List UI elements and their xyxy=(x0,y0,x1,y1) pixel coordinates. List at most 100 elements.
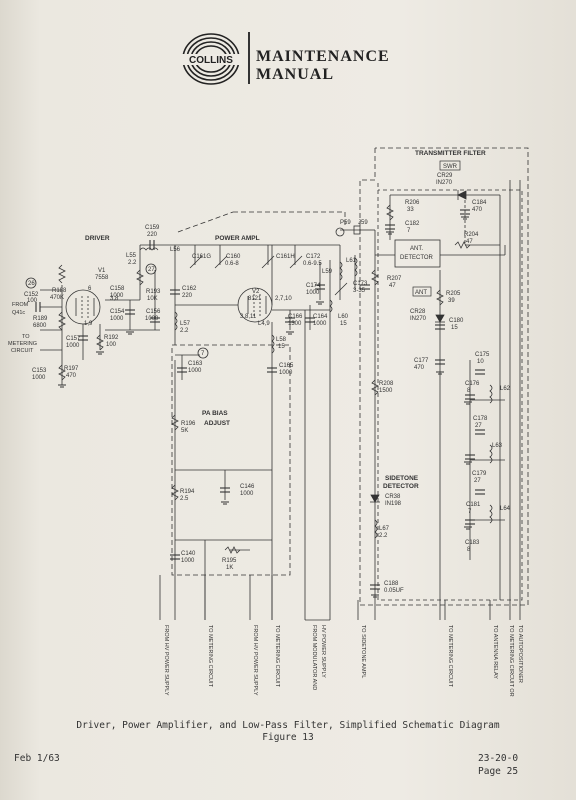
l58-value: 15 xyxy=(278,344,285,350)
r207-label: R207 xyxy=(387,276,402,282)
ref-26: 26 xyxy=(28,281,35,287)
r193-value: 10K xyxy=(147,296,158,302)
c175-value: 10 xyxy=(477,359,484,365)
r197-value: 470 xyxy=(66,373,77,379)
to-metering-3: CIRCUIT xyxy=(11,348,34,354)
c153-label: C153 xyxy=(32,368,47,374)
ref-27: 27 xyxy=(148,267,155,273)
c176-value: 8 xyxy=(467,388,471,394)
lead-to-metering-4: TO METERING CIRCUIT OR xyxy=(508,625,514,697)
r194-value: 2.5 xyxy=(180,496,189,502)
schematic-diagram: TRANSMITTER FILTER SWR DRIVER POWER AMPL… xyxy=(8,147,529,697)
r208-value: 1500 xyxy=(379,388,393,394)
c163-value: 1000 xyxy=(188,368,202,374)
lead-from-hv-1: FROM HV POWER SUPPLY xyxy=(163,625,169,696)
l64-label: L64 xyxy=(500,506,511,512)
c154-label: C154 xyxy=(110,309,125,315)
l62-label: L62 xyxy=(500,386,511,392)
c178-label: C178 xyxy=(473,416,488,422)
c158-value: 1000 xyxy=(110,293,124,299)
c154-value: 1000 xyxy=(110,316,124,322)
lead-from-hv-2: FROM HV POWER SUPPLY xyxy=(252,625,258,696)
cr28-label: CR28 xyxy=(410,309,426,315)
caption-figure-number: Figure 13 xyxy=(262,732,314,743)
r204-label: R204 xyxy=(464,232,479,238)
l57-label: L57 xyxy=(180,321,191,327)
r195-label: R195 xyxy=(222,558,237,564)
input-from-1: FROM xyxy=(12,302,29,308)
cr29-label: CR29 xyxy=(437,173,453,179)
ant-label: ANT xyxy=(415,290,427,296)
j59-label: J59 xyxy=(358,220,368,226)
r205-label: R205 xyxy=(446,291,461,297)
c179-label: C179 xyxy=(472,471,487,477)
c180-value: 15 xyxy=(451,325,458,331)
footer-page: Page 25 xyxy=(478,766,519,777)
c177-value: 470 xyxy=(414,365,425,371)
lead-to-sidetone: TO SIDETONE AMPL xyxy=(360,625,366,678)
c176-label: C176 xyxy=(465,381,480,387)
c164-label: C164 xyxy=(313,314,328,320)
c159-label: C159 xyxy=(145,225,160,231)
lead-to-metering-3: TO METERING CIRCUIT xyxy=(447,625,453,688)
r205-value: 39 xyxy=(448,298,455,304)
c161h-label: C161H xyxy=(276,254,295,260)
c157-value: 1000 xyxy=(66,343,80,349)
c181-label: C181 xyxy=(466,502,481,508)
figure-caption: Driver, Power Amplifier, and Low-Pass Fi… xyxy=(0,720,576,744)
l60-label: L60 xyxy=(338,314,349,320)
c177-label: C177 xyxy=(414,358,429,364)
v1-type: 7558 xyxy=(95,275,109,281)
l58-label: L58 xyxy=(276,337,287,343)
pa-bias-label-1: PA BIAS xyxy=(202,410,228,417)
c153-value: 1000 xyxy=(32,375,46,381)
v1-label: V1 xyxy=(98,268,106,274)
c166-label: C166 xyxy=(288,314,303,320)
r206-value: 33 xyxy=(407,207,414,213)
c183-label: C183 xyxy=(465,540,480,546)
cr28-value: IN270 xyxy=(410,316,427,322)
c180-label: C180 xyxy=(449,318,464,324)
v1-pin-38: 3,8 xyxy=(110,296,119,302)
c161g-label: C161G xyxy=(192,254,211,260)
v1-pin-19: 1,9 xyxy=(84,321,93,327)
c162-value: 220 xyxy=(182,293,193,299)
r188-value: 470K xyxy=(50,295,64,301)
l56-label: L56 xyxy=(170,247,181,253)
c173-label: C173 xyxy=(353,281,368,287)
lead-to-metering-1: TO METERING CIRCUIT xyxy=(207,625,213,688)
component-labels: C152 100 R188 470K R189 6800 C153 1000 R… xyxy=(24,173,511,594)
r194-label: R194 xyxy=(180,489,195,495)
c183-value: 8 xyxy=(467,547,471,553)
l55-label: L55 xyxy=(126,253,137,259)
r208-label: R208 xyxy=(379,381,394,387)
l55-value: 2.2 xyxy=(128,260,137,266)
c152-value: 100 xyxy=(27,298,38,304)
l59-label: L59 xyxy=(322,269,333,275)
c164-value: 1000 xyxy=(313,321,327,327)
c146-label: C146 xyxy=(240,484,255,490)
c156-value: 1000 xyxy=(145,316,159,322)
c174-value: 1000 xyxy=(306,290,320,296)
to-metering-1: TO xyxy=(22,334,30,340)
manual-title-line2: MANUAL xyxy=(256,66,334,83)
l61-label: L61 xyxy=(346,258,357,264)
r192-label: R192 xyxy=(104,335,119,341)
c165-value: 1000 xyxy=(279,370,293,376)
r188-label: R188 xyxy=(52,288,67,294)
power-amp-label: POWER AMPL xyxy=(215,235,260,242)
lead-from-modulator-1: FROM MODULATOR AND xyxy=(311,625,317,690)
r207-value: 47 xyxy=(389,283,396,289)
r206-label: R206 xyxy=(405,200,420,206)
footer-doc-number: 23-20-0 xyxy=(478,753,519,764)
v1-pin-6: 6 xyxy=(88,286,92,292)
l57-value: 2.2 xyxy=(180,328,189,334)
r193-label: R193 xyxy=(146,289,161,295)
cr38-value: IN198 xyxy=(385,501,402,507)
v2-pin-49: L4,9 xyxy=(258,321,270,327)
c184-label: C184 xyxy=(472,200,487,206)
c159-value: 220 xyxy=(147,232,158,238)
sidetone-label-2: DETECTOR xyxy=(383,483,419,490)
transmitter-filter-label: TRANSMITTER FILTER xyxy=(415,150,486,157)
